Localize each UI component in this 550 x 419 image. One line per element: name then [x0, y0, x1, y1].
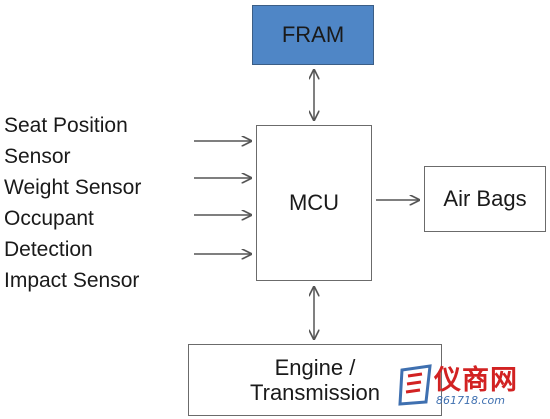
- mcu-block: MCU: [256, 125, 372, 281]
- air-bags-label: Air Bags: [443, 186, 527, 212]
- engine-label-line2: Transmission: [250, 380, 380, 405]
- input-label-weight-sensor: Weight Sensor: [4, 176, 142, 199]
- fram-label: FRAM: [281, 22, 345, 48]
- engine-label-line1: Engine /: [274, 354, 356, 380]
- input-label-detection: Detection: [4, 238, 93, 261]
- input-label-occupant: Occupant: [4, 207, 94, 230]
- watermark-name: 仪商网: [434, 365, 518, 396]
- input-label-sensor: Sensor: [4, 145, 71, 168]
- fram-block: FRAM: [252, 5, 374, 65]
- watermark: 仪商网 861718.com: [392, 358, 548, 416]
- input-label-impact-sensor: Impact Sensor: [4, 269, 140, 292]
- air-bags-block: Air Bags: [424, 166, 546, 232]
- watermark-seal-icon: [398, 364, 432, 406]
- watermark-url: 861718.com: [436, 394, 505, 407]
- input-label-seat-position: Seat Position: [4, 114, 128, 137]
- mcu-label: MCU: [288, 190, 340, 216]
